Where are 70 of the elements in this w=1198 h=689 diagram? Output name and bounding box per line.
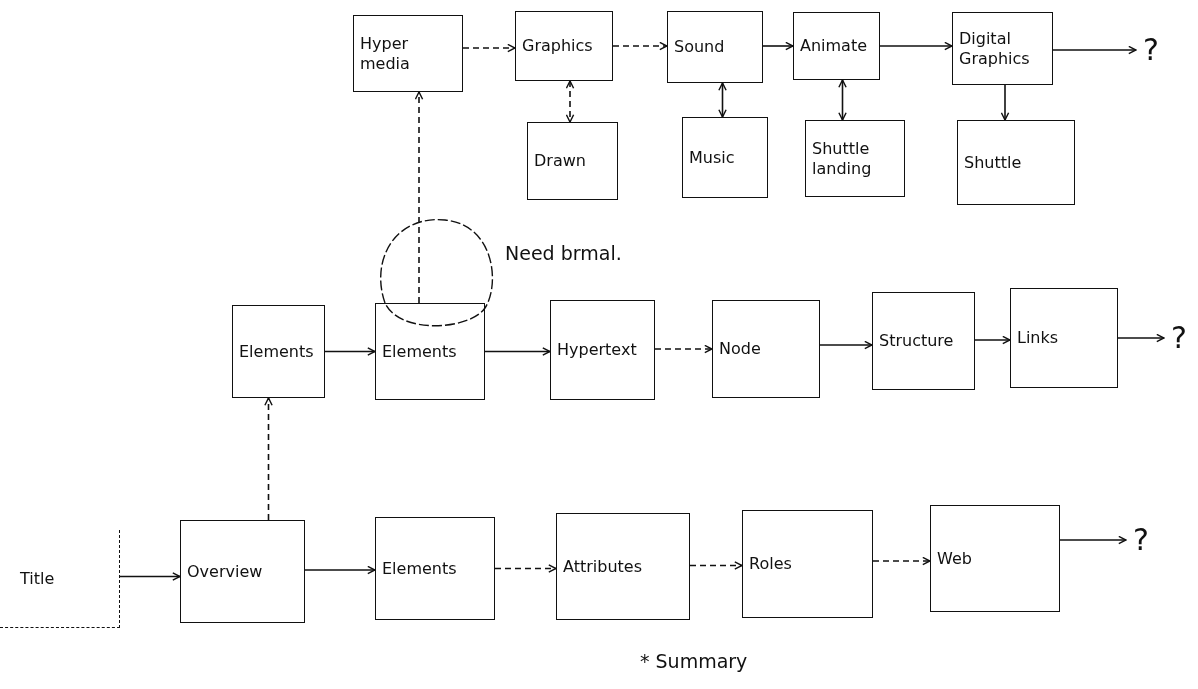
arrow <box>462 43 516 53</box>
note-text: * Summary <box>640 650 748 672</box>
arrow <box>1000 84 1010 121</box>
process-box <box>805 120 905 197</box>
process-box <box>527 122 618 200</box>
arrow <box>565 80 575 123</box>
process-box <box>550 300 655 400</box>
process-box <box>232 305 325 398</box>
box-label: Music <box>689 147 735 168</box>
arrow <box>1117 333 1165 343</box>
box-label: Node <box>719 339 761 359</box>
question-mark: ? <box>1171 320 1187 356</box>
arrow <box>1052 45 1137 55</box>
box-label: Elements <box>239 341 314 362</box>
box-label: Structure <box>879 331 954 351</box>
question-mark: ? <box>1143 32 1159 68</box>
question-mark: ? <box>1133 522 1149 558</box>
arrow <box>612 41 668 51</box>
arrow <box>689 561 743 570</box>
box-label: Drawn <box>534 151 586 171</box>
process-box <box>712 300 820 398</box>
arrow <box>494 564 557 573</box>
arrow <box>718 82 727 118</box>
process-box <box>556 513 690 620</box>
arrow <box>484 347 551 356</box>
box-label: Sound <box>674 37 725 57</box>
process-box <box>1010 288 1118 388</box>
arrow <box>879 41 953 51</box>
arrow <box>119 572 181 581</box>
box-label: Hyper media <box>360 34 411 73</box>
box-label: Digital Graphics <box>959 29 1031 68</box>
box-label: Overview <box>187 561 263 582</box>
box-label: Hypertext <box>557 340 637 360</box>
arrow <box>1059 535 1127 545</box>
process-box <box>515 11 613 81</box>
arrow <box>304 565 376 575</box>
arrow <box>414 91 424 304</box>
arrow <box>264 397 273 521</box>
process-box <box>353 15 463 92</box>
process-box <box>682 117 768 198</box>
box-label: Attributes <box>563 556 642 577</box>
process-box <box>957 120 1075 205</box>
box-label: Animate <box>800 36 868 56</box>
arrow <box>819 340 873 350</box>
box-label: Shuttle landing <box>812 139 873 178</box>
process-box <box>930 505 1060 612</box>
box-label: Shuttle <box>964 152 1022 173</box>
box-label: Elements <box>382 341 457 362</box>
arrow <box>324 347 376 356</box>
arrow <box>838 79 847 121</box>
arrow <box>974 335 1011 345</box>
box-label: Graphics <box>522 36 593 56</box>
box-label: Roles <box>749 554 792 574</box>
process-box <box>375 517 495 620</box>
arrow <box>654 344 713 354</box>
box-label: Elements <box>382 558 457 579</box>
arrow <box>762 41 794 51</box>
process-box <box>180 520 305 623</box>
box-label: Links <box>1017 328 1059 348</box>
arrow <box>872 556 931 566</box>
process-box <box>872 292 975 390</box>
process-box <box>742 510 873 618</box>
box-label: Title <box>19 568 55 589</box>
process-box <box>667 11 763 83</box>
note-text: Need brmal. <box>505 242 622 264</box>
box-label: Web <box>937 548 972 569</box>
process-box <box>952 12 1053 85</box>
process-box <box>375 303 485 400</box>
process-box <box>793 12 880 80</box>
partial-box <box>0 530 120 628</box>
